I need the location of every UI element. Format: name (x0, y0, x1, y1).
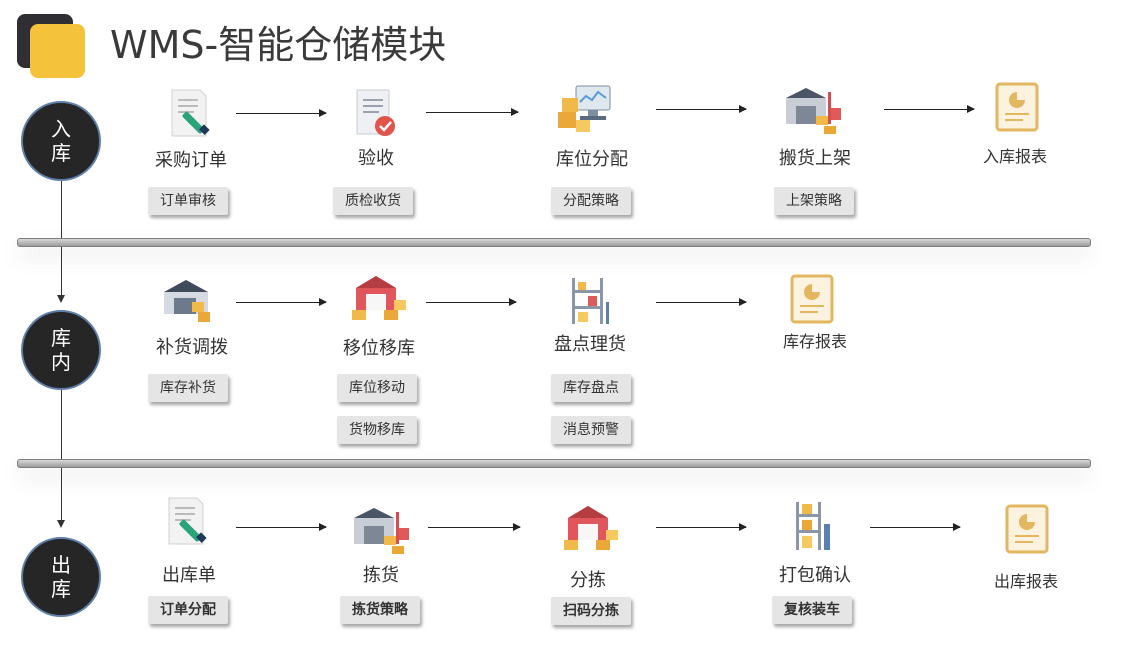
warehouse-icon (158, 272, 220, 328)
page-title: WMS-智能仓储模块 (110, 23, 447, 67)
scan-sort-tag[interactable]: 扫码分拣 (551, 597, 631, 625)
alert-tag[interactable]: 消息预警 (551, 416, 631, 444)
assign-strategy-tag[interactable]: 分配策略 (551, 187, 631, 215)
stage-inbound: 入库 (21, 101, 101, 181)
flow-arrow (884, 105, 975, 113)
section-separator (17, 459, 1091, 468)
order-document-pen-icon (160, 86, 222, 142)
flow-arrow (656, 523, 747, 531)
flow-arrow (426, 108, 519, 116)
warehouse-forklift-icon (782, 80, 844, 136)
inspection-document-check-icon (345, 86, 407, 142)
outbound-order-label: 出库单 (162, 565, 216, 586)
order-review-tag[interactable]: 订单审核 (148, 187, 228, 215)
flow-arrow (236, 109, 327, 117)
stock-count-tag[interactable]: 库存盘点 (551, 374, 631, 402)
flow-arrow (656, 298, 747, 306)
order-document-pen-icon (157, 494, 219, 550)
inbound-report-icon (985, 80, 1047, 136)
inventory-report-icon (780, 272, 842, 328)
warehouse-forklift-icon (350, 500, 412, 556)
stage-inside: 库内 (21, 310, 101, 390)
location-move-tag[interactable]: 库位移动 (337, 374, 417, 402)
flow-arrow (656, 105, 747, 113)
outbound-report-label: 出库报表 (993, 572, 1059, 591)
picking-label: 拣货 (363, 565, 399, 586)
stage-inside-label: 库内 (51, 326, 71, 374)
order-allocation-tag[interactable]: 订单分配 (148, 596, 228, 624)
connector-inside-outbound (61, 390, 62, 522)
flow-arrow (236, 298, 327, 306)
recheck-load-tag[interactable]: 复核装车 (772, 596, 852, 624)
quality-receive-tag[interactable]: 质检收货 (333, 187, 413, 215)
shelving-strategy-tag[interactable]: 上架策略 (774, 187, 854, 215)
shelving-label: 搬货上架 (779, 148, 851, 169)
section-separator (17, 238, 1091, 247)
red-warehouse-icon (348, 270, 410, 326)
stage-outbound-label: 出库 (51, 553, 71, 601)
flow-arrow (870, 523, 961, 531)
inbound-report-label: 入库报表 (982, 147, 1048, 166)
replenish-label: 补货调拨 (156, 337, 228, 358)
connector-arrowhead (57, 295, 65, 303)
stage-inbound-label: 入库 (51, 117, 71, 165)
picking-strategy-tag[interactable]: 拣货策略 (340, 596, 420, 624)
shelves-icon (560, 272, 622, 328)
location-assign-label: 库位分配 (556, 149, 628, 170)
goods-move-tag[interactable]: 货物移库 (337, 416, 417, 444)
flow-arrow (426, 298, 517, 306)
flow-arrow (428, 523, 521, 531)
count-label: 盘点理货 (554, 334, 626, 355)
outbound-report-icon (995, 502, 1057, 558)
inventory-report-label: 库存报表 (782, 332, 848, 351)
stage-outbound: 出库 (21, 537, 101, 617)
purchase-order-label: 采购订单 (155, 150, 227, 171)
shelves-pack-icon (782, 498, 844, 554)
packing-label: 打包确认 (779, 565, 851, 586)
flow-arrow (236, 523, 327, 531)
stock-replenish-tag[interactable]: 库存补货 (148, 374, 228, 402)
connector-arrowhead (57, 520, 65, 528)
red-warehouse-icon (560, 500, 622, 556)
sorting-label: 分拣 (570, 570, 606, 591)
logo-front-square (30, 24, 85, 78)
computer-boxes-icon (556, 80, 618, 136)
inspection-label: 验收 (358, 148, 394, 169)
move-label: 移位移库 (343, 338, 415, 359)
